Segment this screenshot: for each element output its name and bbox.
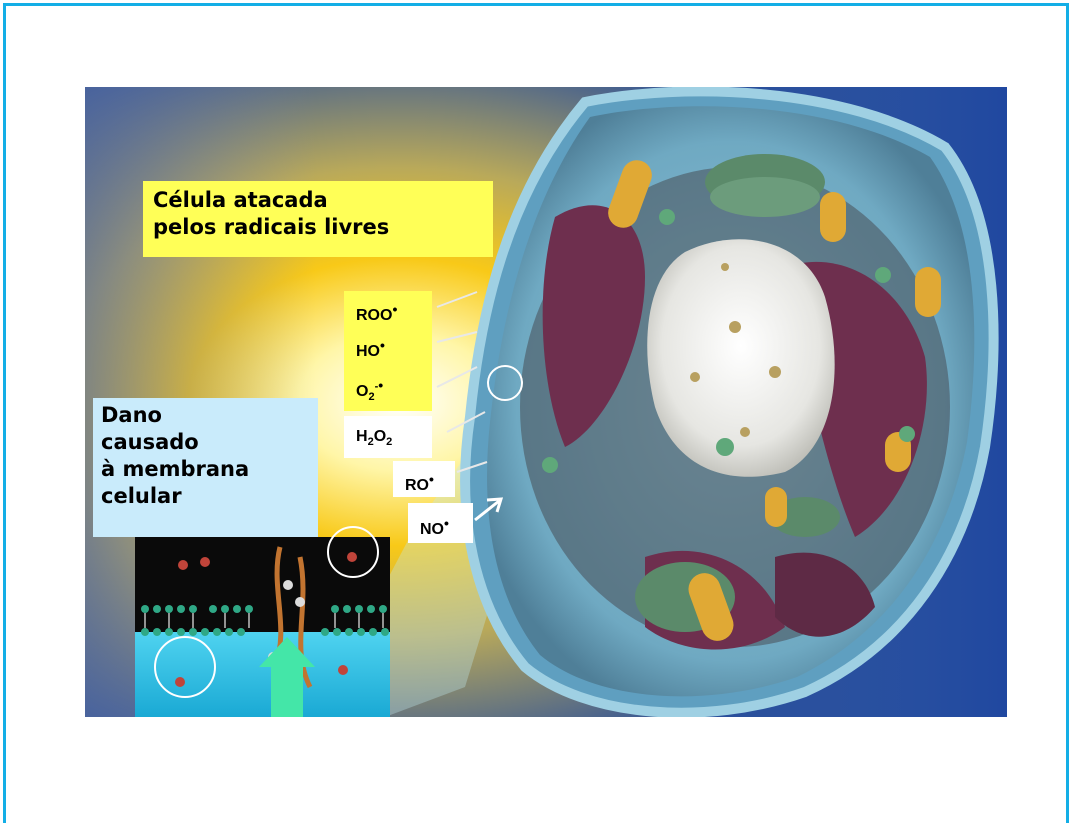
membrane-inset [135,527,390,717]
radical-roo: ROO• [344,291,432,327]
damage-line-4: celular [101,483,310,510]
title-line-2: pelos radicais livres [153,214,483,241]
radical-ho: HO• [344,327,432,363]
damage-label: Dano causado à membrana celular [93,398,318,537]
damage-line-1: Dano [101,402,310,429]
radical-no: NO• [408,503,473,543]
damage-line-3: à membrana [101,456,310,483]
title-line-1: Célula atacada [153,187,483,214]
radical-hydrogen-peroxide: H2O2 [344,416,432,458]
damage-line-2: causado [101,429,310,456]
radical-ro: RO• [393,461,455,497]
title-label: Célula atacada pelos radicais livres [143,181,493,257]
radical-superoxide: O2-• [344,363,432,411]
